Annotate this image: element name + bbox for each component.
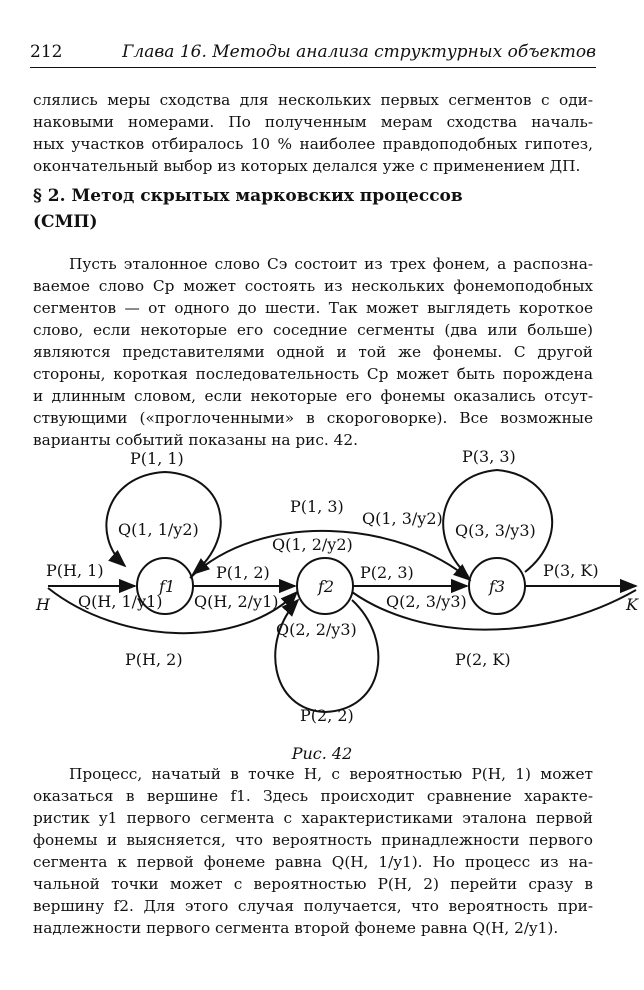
para2-line: являются представителями одной и той же …: [33, 343, 593, 361]
label-q12: Q(1, 2/y2): [272, 535, 353, 554]
loop-f2: [274, 598, 380, 714]
figure-42-diagram: P(1, 1) Q(1, 1/y2) P(3, 3) Q(3, 3/y3) P(…: [35, 447, 639, 725]
node-label-f3: f3: [488, 577, 505, 596]
para3-line: сегмента к первой фонеме равна Q(H, 1/y1…: [33, 853, 593, 871]
label-p33: P(3, 3): [462, 447, 516, 466]
running-title: Глава 16. Методы анализа структурных объ…: [122, 42, 596, 62]
node-label-f1: f1: [158, 577, 175, 596]
label-q11: Q(1, 1/y2): [118, 520, 199, 539]
node-label-k: K: [625, 595, 639, 614]
page-number: 212: [30, 42, 63, 62]
edge-f1-f3: [189, 529, 472, 582]
para3-line: чальной точки может с вероятностью P(H, …: [33, 875, 593, 893]
label-q33: Q(3, 3/y3): [455, 521, 536, 540]
para2-line: ваемое слово Cр может состоять из нескол…: [33, 277, 593, 295]
para2-line: варианты событий показаны на рис. 42.: [33, 431, 358, 449]
para2-line: слово, если некоторые его соседние сегме…: [33, 321, 593, 339]
label-q13: Q(1, 3/y2): [362, 509, 443, 528]
edge-f2-k: [351, 589, 637, 631]
node-label-h: H: [35, 595, 51, 614]
para1-line: слялись меры сходства для нескольких пер…: [33, 91, 593, 109]
label-p22: P(2, 2): [300, 706, 354, 725]
label-ph2: P(H, 2): [125, 650, 183, 669]
label-qh1: Q(H, 1/y1): [78, 592, 163, 611]
para2-line: Пусть эталонное слово Cэ состоит из трех…: [69, 255, 593, 273]
loop-f3: [442, 468, 553, 577]
edge-h-f2: [47, 587, 299, 635]
label-p3k: P(3, K): [543, 561, 599, 580]
label-q23: Q(2, 3/y3): [386, 592, 467, 611]
label-qh2: Q(H, 2/y1): [194, 592, 279, 611]
node-label-f2: f2: [317, 577, 334, 596]
para3-line: оказаться в вершине f1. Здесь происходит…: [33, 787, 593, 805]
para2-line: стороны, короткая последовательность Cр …: [33, 365, 593, 383]
label-ph1: P(H, 1): [46, 561, 104, 580]
figure-labels: P(1, 1) Q(1, 1/y2) P(3, 3) Q(3, 3/y3) P(…: [35, 447, 639, 725]
label-p23: P(2, 3): [360, 563, 414, 582]
para2-line: и длинным словом, если некоторые его фон…: [33, 387, 593, 405]
para3-line: надлежности первого сегмента второй фоне…: [33, 919, 559, 937]
figure-caption: Рис. 42: [291, 744, 353, 763]
para1-line: наковыми номерами. По полученным мерам с…: [33, 113, 593, 131]
label-p11: P(1, 1): [130, 449, 184, 468]
label-p2k: P(2, K): [455, 650, 511, 669]
para3-line: ристик y1 первого сегмента с характерист…: [33, 809, 593, 827]
label-p13: P(1, 3): [290, 497, 344, 516]
page-header: 212 Глава 16. Методы анализа структурных…: [30, 42, 596, 66]
para2-line: сегментов — от одного до шести. Так може…: [33, 299, 593, 317]
para3-line: Процесс, начатый в точке H, с вероятност…: [69, 765, 593, 783]
para1-line: ных участков отбиралось 10 % наиболее пр…: [33, 135, 593, 153]
para3-line: фонемы и выясняется, что вероятность при…: [33, 831, 593, 849]
label-q22: Q(2, 2/y3): [276, 620, 357, 639]
loop-f1: [105, 470, 222, 576]
header-rule: [30, 67, 596, 68]
para1-line: окончательный выбор из которых делался у…: [33, 157, 581, 175]
para3-line: вершину f2. Для этого случая получается,…: [33, 897, 593, 915]
section-heading: § 2. Метод скрытых марковских процессов: [33, 186, 463, 206]
label-p12: P(1, 2): [216, 563, 270, 582]
section-heading-cont: (СМП): [33, 212, 98, 232]
para2-line: ствующими («проглоченными» в скороговорк…: [33, 409, 593, 427]
